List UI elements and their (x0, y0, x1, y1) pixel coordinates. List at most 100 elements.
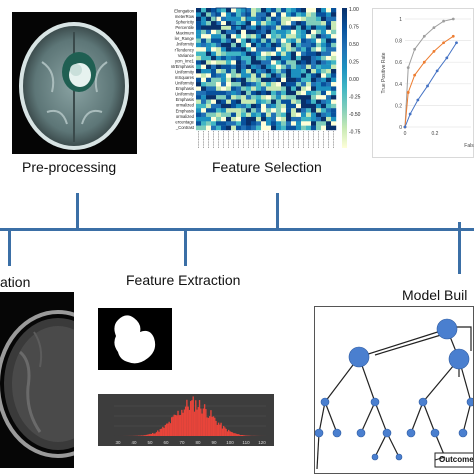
heatmap-cell (236, 95, 242, 100)
roc-point (455, 41, 458, 45)
heatmap-cell (301, 25, 307, 30)
heatmap-cell (206, 21, 212, 26)
heatmap-cell (236, 34, 242, 39)
heatmap-cell (236, 90, 242, 96)
heatmap-cell (271, 51, 277, 57)
heatmap-cell (301, 121, 307, 126)
heatmap-cell (326, 116, 332, 122)
roc-point (426, 84, 429, 88)
heatmap-cell (286, 42, 292, 48)
histogram-bar (235, 433, 237, 436)
heatmap-cell (326, 16, 332, 22)
heatmap-cell (271, 25, 277, 30)
heatmap-cell (231, 90, 237, 96)
heatmap-cell (261, 116, 267, 122)
heatmap-row-label: Emphasis (176, 97, 194, 102)
histogram-bar (149, 433, 151, 436)
heatmap-cell (271, 82, 277, 87)
histogram-bar (205, 409, 207, 436)
heatmap-cell (211, 82, 217, 87)
heatmap-cell (226, 77, 232, 83)
heatmap-cell (291, 51, 297, 57)
heatmap-cell (261, 42, 267, 48)
heatmap-cell (276, 82, 282, 87)
heatmap-cell (266, 38, 272, 44)
heatmap-cell (326, 108, 332, 113)
heatmap-cell (271, 8, 277, 13)
heatmap-cell (296, 95, 302, 100)
heatmap-cell (326, 47, 332, 52)
roc-point (432, 26, 436, 30)
heatmap-cell (311, 69, 317, 74)
heatmap-cell (321, 34, 327, 39)
heatmap-cell (201, 51, 207, 57)
histogram-bar (179, 414, 182, 436)
heatmap-cell (331, 82, 337, 87)
heatmap-cell (326, 95, 332, 100)
heatmap-cell (216, 77, 222, 83)
heatmap-cell (216, 112, 222, 118)
heatmap-cell (296, 69, 302, 74)
heatmap-cell (296, 77, 302, 83)
heatmap-cell (251, 51, 257, 57)
histogram-bar (196, 409, 198, 436)
heatmap-cell (291, 34, 297, 39)
histogram-x-tick-label: 30 (115, 440, 121, 445)
heatmap-cell (216, 25, 222, 30)
heatmap-cell (281, 64, 287, 70)
heatmap-cell (271, 47, 277, 52)
heatmap-cell (206, 86, 212, 91)
heatmap-cell (316, 64, 322, 70)
heatmap-cell (331, 25, 337, 30)
heatmap-cell (301, 103, 307, 109)
heatmap-cell (276, 34, 282, 39)
roc-point (413, 47, 417, 51)
heatmap-cell (276, 25, 282, 30)
heatmap-cell (306, 82, 312, 87)
heatmap-cell (271, 77, 277, 83)
heatmap-cell (226, 29, 232, 35)
heatmap-cell (211, 69, 217, 74)
histogram-bar (217, 422, 220, 436)
heatmap-cell (281, 69, 287, 74)
heatmap-cell (226, 55, 232, 61)
heatmap-cell (296, 34, 302, 39)
heatmap-cell (271, 64, 277, 70)
heatmap-cell (316, 73, 322, 78)
heatmap-cell (266, 103, 272, 109)
heatmap-cell (316, 60, 322, 65)
heatmap-cell (326, 82, 332, 87)
heatmap-cell (261, 47, 267, 52)
heatmap-cell (256, 47, 262, 52)
heatmap-cell (321, 77, 327, 83)
heatmap-cell (311, 16, 317, 22)
heatmap-cell (286, 38, 292, 44)
heatmap-cell (241, 125, 247, 131)
heatmap-cell (231, 108, 237, 113)
heatmap-cell (241, 69, 247, 74)
histogram-bar (202, 408, 205, 436)
heatmap-cell (216, 42, 222, 48)
heatmap-cell (261, 12, 267, 17)
timeline-axis (0, 228, 474, 231)
heatmap-cell (236, 125, 242, 131)
heatmap-cell (236, 82, 242, 87)
heatmap-cell (301, 125, 307, 131)
heatmap-cell (266, 55, 272, 61)
heatmap-cell (276, 73, 282, 78)
heatmap-cell (286, 90, 292, 96)
heatmap-cell (276, 38, 282, 44)
heatmap-cell (301, 55, 307, 61)
heatmap-row-label: Uniformity (175, 69, 195, 74)
heatmap-cell (251, 12, 257, 17)
heatmap-cell (271, 42, 277, 48)
heatmap-cell (196, 51, 202, 57)
heatmap-cell (226, 86, 232, 91)
roc-x-tick-label: 0 (404, 131, 407, 137)
histogram-bar (140, 435, 142, 436)
heatmap-cell (201, 99, 207, 105)
heatmap-cell (286, 60, 292, 65)
heatmap-cell (226, 116, 232, 122)
heatmap-cell (326, 25, 332, 30)
heatmap-cell (286, 29, 292, 35)
